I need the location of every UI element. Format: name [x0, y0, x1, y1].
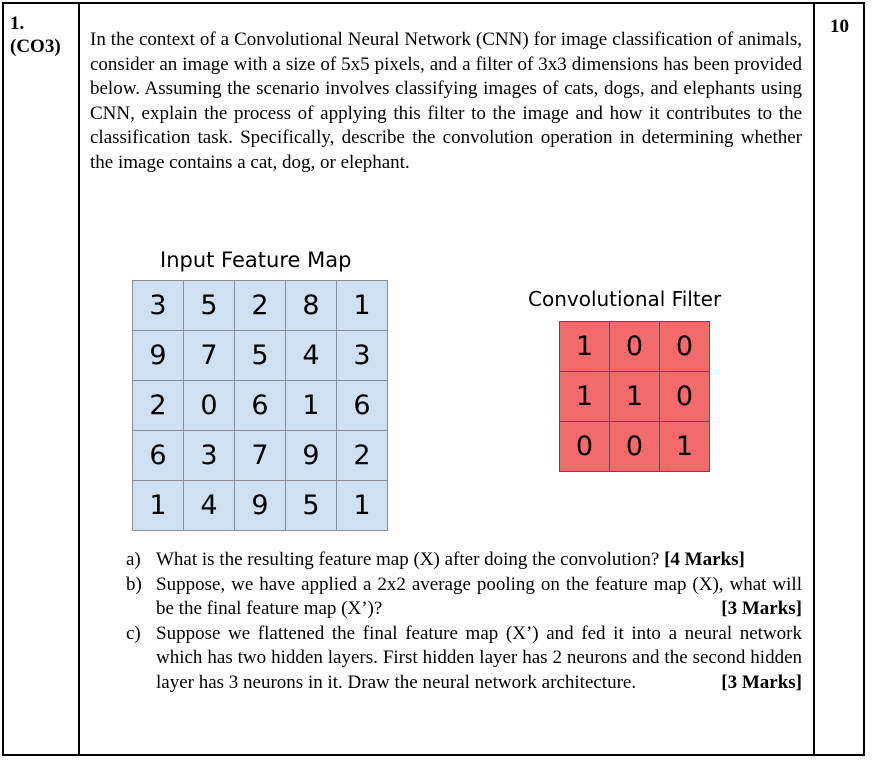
input-feature-map-cell: 7 — [183, 330, 235, 381]
input-feature-map-cell: 5 — [285, 480, 337, 531]
filter-cell: 1 — [659, 421, 710, 472]
question-marks: 10 — [830, 16, 849, 37]
input-feature-map-cell: 2 — [132, 380, 184, 431]
sub-question-label: a) — [126, 549, 141, 570]
question-text: In the context of a Convolutional Neural… — [90, 29, 802, 173]
input-feature-map-cell: 3 — [183, 430, 235, 481]
input-feature-map-title: Input Feature Map — [160, 248, 352, 272]
input-feature-map-cell: 4 — [285, 330, 337, 381]
input-feature-map-cell: 1 — [336, 280, 388, 331]
input-feature-map-cell: 5 — [234, 330, 286, 381]
filter-cell: 1 — [609, 371, 660, 422]
filter-cell: 0 — [609, 321, 660, 372]
filter-cell: 0 — [609, 421, 660, 472]
sub-question-marks: [3 Marks] — [721, 671, 802, 693]
input-feature-map-cell: 6 — [132, 430, 184, 481]
course-outcome: (CO3) — [10, 36, 61, 57]
sub-question-text: Suppose, we have applied a 2x2 average p… — [156, 573, 802, 620]
input-feature-map-cell: 1 — [132, 480, 184, 531]
input-feature-map-cell: 6 — [336, 380, 388, 431]
input-feature-map-cell: 1 — [336, 480, 388, 531]
input-feature-map-cell: 2 — [336, 430, 388, 481]
sub-question-marks: [4 Marks] — [664, 549, 745, 570]
sub-questions: a) What is the resulting feature map (X)… — [126, 548, 802, 696]
filter-cell: 1 — [559, 321, 610, 372]
filter-cell: 1 — [559, 371, 610, 422]
question-frame — [2, 2, 865, 756]
filter-cell: 0 — [659, 371, 710, 422]
sub-question-label: c) — [126, 622, 141, 644]
input-feature-map-cell: 6 — [234, 380, 286, 431]
sub-question-b: b) Suppose, we have applied a 2x2 averag… — [126, 573, 802, 622]
input-feature-map-cell: 0 — [183, 380, 235, 431]
input-feature-map-cell: 7 — [234, 430, 286, 481]
sub-question-marks: [3 Marks] — [721, 598, 802, 620]
input-feature-map-cell: 9 — [285, 430, 337, 481]
input-feature-map-cell: 8 — [285, 280, 337, 331]
filter-cell: 0 — [659, 321, 710, 372]
input-feature-map-cell: 2 — [234, 280, 286, 331]
sub-question-c: c) Suppose we flattened the final featur… — [126, 622, 802, 696]
column-divider-right — [813, 2, 815, 756]
input-feature-map-cell: 1 — [285, 380, 337, 431]
filter-cell: 0 — [559, 421, 610, 472]
input-feature-map-cell: 3 — [336, 330, 388, 381]
sub-question-text: What is the resulting feature map (X) af… — [156, 549, 660, 570]
column-divider-left — [78, 2, 80, 756]
sub-question-a: a) What is the resulting feature map (X)… — [126, 548, 802, 573]
convolutional-filter-title: Convolutional Filter — [528, 287, 722, 311]
input-feature-map-cell: 5 — [183, 280, 235, 331]
question-number-cell: 1. (CO3) — [10, 12, 61, 58]
sub-question-label: b) — [126, 573, 142, 595]
input-feature-map-cell: 9 — [234, 480, 286, 531]
input-feature-map-cell: 9 — [132, 330, 184, 381]
sub-question-text: Suppose we flattened the final feature m… — [156, 622, 802, 693]
input-feature-map-cell: 4 — [183, 480, 235, 531]
input-feature-map-cell: 3 — [132, 280, 184, 331]
question-number: 1. — [10, 13, 25, 34]
